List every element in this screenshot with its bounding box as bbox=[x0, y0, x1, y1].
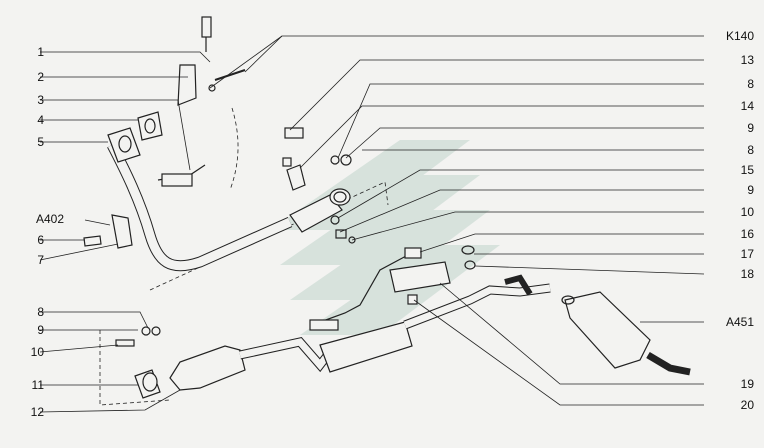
callout-k140: K140 bbox=[725, 29, 754, 43]
callout-5: 5 bbox=[37, 135, 44, 149]
callout-9-lower: 9 bbox=[37, 323, 44, 337]
callout-16: 16 bbox=[740, 227, 754, 241]
callout-12: 12 bbox=[30, 405, 44, 419]
callout-8-lower: 8 bbox=[37, 305, 44, 319]
callout-20: 20 bbox=[740, 398, 754, 412]
leader-lines bbox=[39, 35, 705, 413]
callout-18: 18 bbox=[740, 267, 754, 281]
callout-2: 2 bbox=[37, 70, 44, 84]
callout-7: 7 bbox=[37, 253, 44, 267]
callout-10-upper: 10 bbox=[740, 205, 754, 219]
callout-4: 4 bbox=[37, 113, 44, 127]
callout-8-upper: 8 bbox=[747, 77, 754, 91]
callout-1: 1 bbox=[37, 45, 44, 59]
callout-a451: A451 bbox=[725, 315, 754, 329]
callout-11: 11 bbox=[31, 378, 44, 392]
callout-8-middle: 8 bbox=[747, 143, 754, 157]
callout-6: 6 bbox=[37, 233, 44, 247]
callout-10-lower: 10 bbox=[30, 345, 44, 359]
callout-3: 3 bbox=[37, 93, 44, 107]
callout-19: 19 bbox=[740, 377, 754, 391]
callout-9-upper: 9 bbox=[747, 121, 754, 135]
callout-a402: A402 bbox=[35, 212, 64, 226]
callout-17: 17 bbox=[740, 247, 754, 261]
parts-lines bbox=[83, 16, 691, 406]
callout-9-middle: 9 bbox=[747, 183, 754, 197]
callout-14: 14 bbox=[740, 99, 754, 113]
callout-13: 13 bbox=[740, 53, 754, 67]
callout-15: 15 bbox=[740, 163, 754, 177]
